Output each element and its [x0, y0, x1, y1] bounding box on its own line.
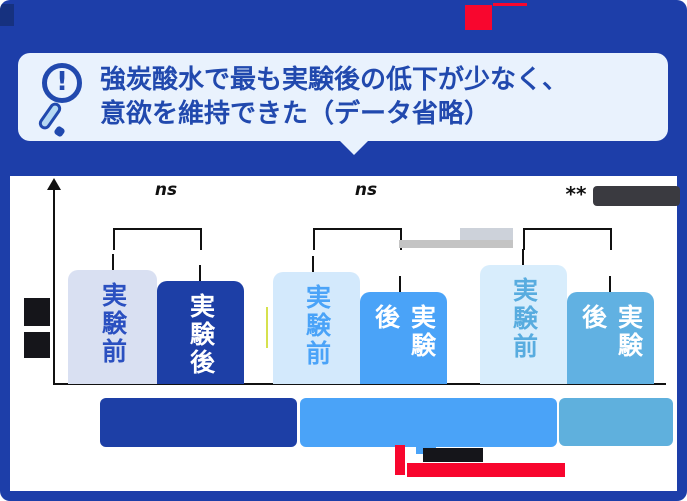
bar-label: 実験前	[98, 282, 128, 366]
header-corner-mark	[0, 4, 14, 26]
bracket-group3-left	[523, 228, 525, 250]
error-bar	[522, 249, 524, 265]
bracket-group1-left	[113, 228, 115, 250]
error-bar	[199, 265, 201, 281]
bracket-group2-right	[400, 228, 402, 250]
significance-label-group1: ns	[154, 180, 178, 200]
bar-label: 実験後	[578, 304, 644, 360]
y-axis-label-redacted	[24, 332, 50, 358]
gray-annotation-box	[460, 228, 513, 243]
callout-tail	[338, 139, 370, 155]
bar-label: 実験前	[509, 277, 539, 361]
bracket-group1-right	[200, 228, 202, 250]
bracket-group2	[313, 228, 402, 230]
group2-label-redacted	[300, 398, 557, 447]
bracket-group2-left	[313, 228, 315, 250]
bracket-group3-right	[610, 228, 612, 250]
chart-panel: ns ns ** 実験前 実験後 実験前	[10, 176, 680, 491]
callout-line2: 意欲を維持できた（データ省略）	[100, 99, 491, 129]
bar-label: 実験後	[371, 304, 437, 360]
footnote-red-bar-redacted	[407, 463, 565, 477]
error-bar	[312, 256, 314, 272]
footnote-red-mark	[395, 445, 405, 475]
bracket-group1	[113, 228, 202, 230]
error-bar	[609, 276, 611, 292]
footnote-text-redacted	[423, 448, 483, 462]
header-redacted-line	[493, 3, 527, 6]
annotation-badge-redacted	[593, 186, 680, 206]
significance-label-group2: ns	[354, 180, 378, 200]
y-axis-label-redacted	[24, 298, 50, 326]
bar-label: 実験前	[302, 284, 332, 368]
bar-label: 実験後	[186, 293, 216, 377]
bar-group1-post: 実験後	[157, 281, 244, 384]
bar-group3-pre: 実験前	[480, 265, 567, 384]
group1-label-redacted	[100, 398, 297, 447]
bar-group2-pre: 実験前	[273, 272, 360, 384]
bar-group3-post: 実験後	[567, 292, 654, 384]
error-bar	[112, 254, 114, 270]
gray-annotation-bar	[399, 240, 513, 248]
magnifier-exclamation-icon: !	[36, 61, 96, 138]
significance-label-group3: **	[565, 182, 587, 206]
header-redacted-logo-block	[465, 5, 492, 30]
bar-group1-pre: 実験前	[68, 270, 157, 384]
bracket-group3	[523, 228, 612, 230]
callout-text: 強炭酸水で最も実験後の低下が少なく、 意欲を維持できた（データ省略）	[100, 63, 660, 131]
callout-bubble: ! 強炭酸水で最も実験後の低下が少なく、 意欲を維持できた（データ省略）	[18, 53, 668, 141]
error-bar	[399, 276, 401, 292]
divider-accent	[266, 307, 268, 348]
callout-line1: 強炭酸水で最も実験後の低下が少なく、	[100, 65, 569, 95]
group3-label-redacted	[559, 398, 673, 446]
y-axis-arrow	[47, 178, 61, 190]
x-axis-baseline	[53, 383, 666, 385]
y-axis	[53, 188, 55, 384]
bar-group2-post: 実験後	[360, 292, 447, 384]
